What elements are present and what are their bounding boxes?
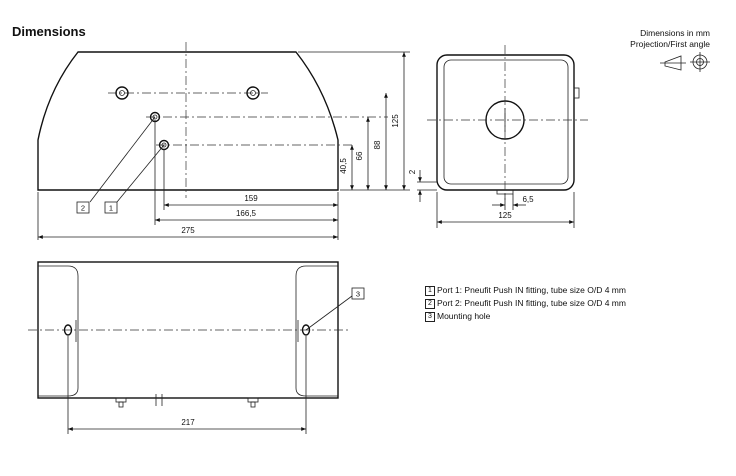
legend-text: Mounting hole	[437, 311, 491, 321]
callout-3: 3	[356, 290, 360, 299]
page-title: Dimensions	[12, 24, 86, 39]
top-mounting-hole-left	[63, 324, 73, 336]
callout-box-1	[104, 201, 118, 214]
dim-159: 159	[244, 194, 258, 203]
units-note: Dimensions in mm Projection/First angle	[630, 28, 710, 50]
bottom-fitting-left	[115, 397, 127, 408]
bottom-fitting-right	[247, 397, 259, 408]
dim-40-5: 40,5	[339, 158, 348, 174]
legend-item-mounting-hole: 3 Mounting hole	[425, 310, 626, 323]
port-1	[158, 139, 170, 151]
mounting-hole-right	[246, 86, 260, 100]
legend-item-port-2: 2 Port 2: Pneufit Push IN fitting, tube …	[425, 297, 626, 310]
top-view: 3 217	[28, 261, 365, 434]
side-fitting	[573, 87, 580, 99]
callout-box-2	[76, 201, 90, 214]
dim-2: 2	[408, 169, 417, 174]
dim-88: 88	[373, 140, 382, 149]
legend-text: Port 2: Pneufit Push IN fitting, tube si…	[437, 298, 626, 308]
dim-217: 217	[181, 418, 195, 427]
projection-line: Projection/First angle	[630, 39, 710, 49]
legend: 1 Port 1: Pneufit Push IN fitting, tube …	[425, 284, 626, 323]
units-line: Dimensions in mm	[640, 28, 710, 38]
dim-6-5: 6,5	[522, 195, 534, 204]
side-view: 2 6,5 125	[408, 45, 588, 228]
front-view: 2 1 159 166,5 275 125 88 66 40,5	[37, 42, 410, 240]
dim-66: 66	[355, 151, 364, 160]
callout-1: 1	[109, 204, 113, 213]
dim-125-width: 125	[498, 211, 512, 220]
legend-num: 2	[425, 298, 435, 309]
legend-item-port-1: 1 Port 1: Pneufit Push IN fitting, tube …	[425, 284, 626, 297]
dim-125-height: 125	[391, 114, 400, 128]
mounting-hole-left	[115, 86, 129, 100]
legend-text: Port 1: Pneufit Push IN fitting, tube si…	[437, 285, 626, 295]
projection-symbol-icon	[660, 52, 710, 72]
top-mounting-hole-right	[301, 324, 311, 336]
legend-num: 3	[425, 311, 435, 322]
dim-166-5: 166,5	[236, 209, 257, 218]
legend-num: 1	[425, 285, 435, 296]
dim-275: 275	[181, 226, 195, 235]
callout-box-3	[351, 287, 365, 300]
callout-2: 2	[81, 204, 85, 213]
